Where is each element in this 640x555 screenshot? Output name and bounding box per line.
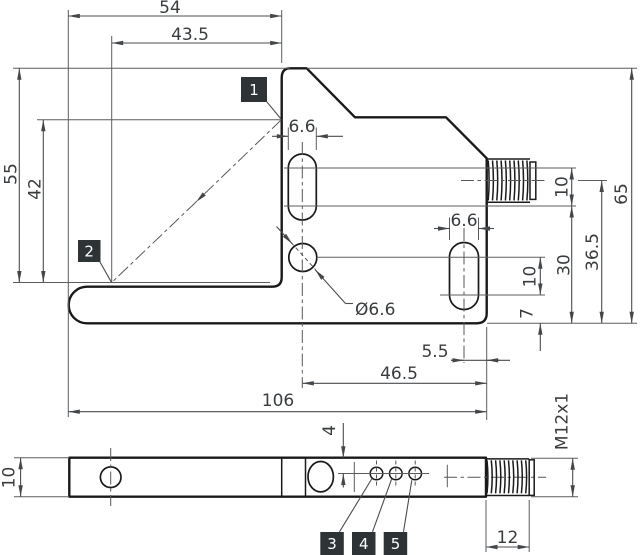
dim-led-row-offset: 4 xyxy=(320,425,340,436)
callout-1-badge xyxy=(241,77,267,102)
bottom-body-outline xyxy=(68,456,488,498)
dim-lower-slot-centers: 10 xyxy=(521,266,541,288)
dim-thread-length: 12 xyxy=(497,528,519,548)
callout-2-badge xyxy=(78,240,101,262)
callout-1-leader xyxy=(266,101,282,120)
callout-2-leader xyxy=(99,261,112,283)
callout-4-label: 4 xyxy=(359,535,369,553)
dim-thread-axis-height: 36.5 xyxy=(583,233,603,271)
upper-mounting-slot xyxy=(287,153,318,221)
callout-2-label: 2 xyxy=(84,243,94,261)
dim-overall-length: 106 xyxy=(262,391,294,411)
thread-bottom-view xyxy=(486,458,535,497)
sensor-body-outline xyxy=(67,67,488,325)
callout-3: 3 xyxy=(320,478,373,555)
callout-4: 4 xyxy=(352,479,393,555)
dim-upper-slot-centers: 10 xyxy=(553,176,573,198)
dim-thread-spec: M12x1 xyxy=(553,393,573,450)
dim-lower-slot-bottom: 7 xyxy=(518,308,538,319)
callout-3-badge xyxy=(320,532,344,555)
dimension-lines-main xyxy=(17,13,634,414)
dim-inner-width: 43.5 xyxy=(171,25,209,45)
extension-lines-main xyxy=(13,10,637,420)
callout-3-leader xyxy=(339,478,373,533)
dim-overall-width: 54 xyxy=(159,0,181,18)
callout-3-label: 3 xyxy=(327,535,337,553)
callout-5-leader xyxy=(402,480,413,532)
dimension-texts-bottom: 10 4 12 M12x1 xyxy=(0,393,573,548)
hole-diameter-annotation: Ø6.6 xyxy=(276,226,395,320)
callout-1: 1 xyxy=(241,77,282,120)
dim-hole-diameter: Ø6.6 xyxy=(355,300,395,320)
dim-upper-slot-width: 6.6 xyxy=(288,117,315,137)
panel-edge-line xyxy=(353,462,448,492)
dimension-texts-main: 54 43.5 55 42 6.6 6.6 10 30 36.5 65 10 7… xyxy=(2,0,633,411)
callout-2: 2 xyxy=(78,240,112,283)
callout-1-label: 1 xyxy=(249,81,259,99)
dim-overall-height: 65 xyxy=(612,183,632,205)
callout-5-label: 5 xyxy=(391,535,401,553)
dim-inner-height: 42 xyxy=(26,178,46,200)
dim-slot-edge-offset: 5.5 xyxy=(421,342,448,362)
centerlines-bottom xyxy=(110,448,546,506)
main-view: Ø6.6 xyxy=(2,0,637,420)
bottom-view: 10 4 12 M12x1 3 4 5 xyxy=(0,393,578,555)
dim-left-height: 55 xyxy=(2,163,22,185)
dim-body-thickness: 10 xyxy=(0,467,20,489)
dim-lower-center-height: 30 xyxy=(555,254,575,276)
dim-hole-to-edge: 46.5 xyxy=(380,364,418,384)
dim-lower-slot-width: 6.6 xyxy=(450,211,477,231)
callout-5-badge xyxy=(383,532,408,555)
centerlines-main xyxy=(301,142,546,388)
callout-4-leader xyxy=(371,479,393,532)
extension-lines-bottom xyxy=(14,457,578,552)
optical-lens xyxy=(307,460,335,493)
dimension-lines-bottom xyxy=(18,423,575,550)
housing-edge-lines xyxy=(280,457,307,497)
callout-4-badge xyxy=(352,532,376,555)
beam-centerline xyxy=(111,119,282,283)
callout-5: 5 xyxy=(383,480,413,555)
